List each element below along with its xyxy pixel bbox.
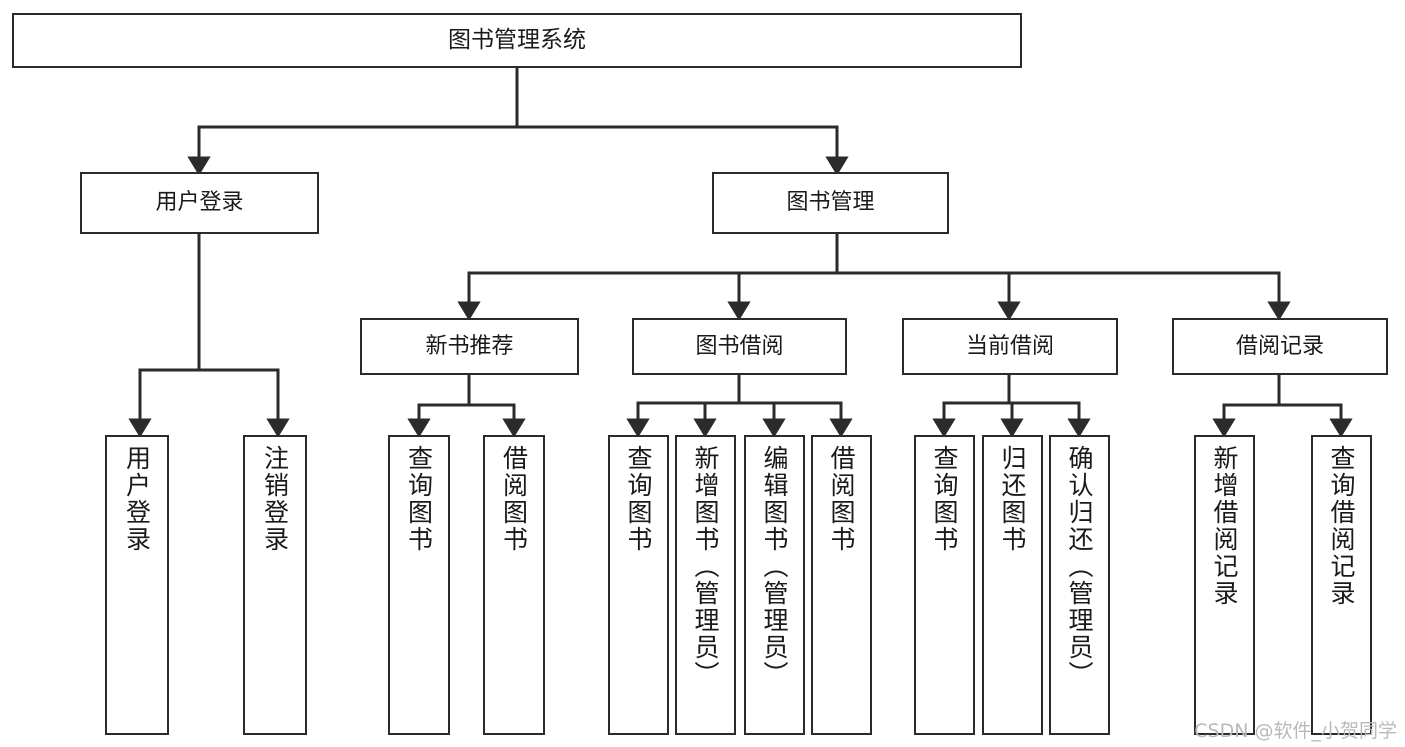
node-current-borrow[interactable]: 当前借阅 [902,318,1118,375]
node-user-login[interactable]: 用户登录 [80,172,319,234]
leaf-current-borrow-confirm-return-admin[interactable]: 确认归还（管理员） [1049,435,1110,735]
node-label: 新增借阅记录 [1210,445,1239,607]
leaf-borrow-record-query-record[interactable]: 查询借阅记录 [1311,435,1372,735]
node-label: 查询图书 [404,445,434,553]
node-label: 用户登录 [155,190,244,216]
node-label: 借阅图书 [499,445,529,553]
node-label: 图书借阅 [695,333,784,359]
node-label: 编辑图书（管理员） [760,445,789,688]
node-label: 新增图书（管理员） [691,445,720,688]
node-book-management[interactable]: 图书管理 [712,172,949,234]
leaf-book-borrow-query-book[interactable]: 查询图书 [608,435,669,735]
node-label: 查询图书 [624,445,653,553]
leaf-new-book-borrow-book[interactable]: 借阅图书 [483,435,545,735]
leaf-book-borrow-borrow-book[interactable]: 借阅图书 [811,435,872,735]
node-label: 查询借阅记录 [1327,445,1356,607]
leaf-book-borrow-edit-book-admin[interactable]: 编辑图书（管理员） [744,435,805,735]
leaf-user-login-login[interactable]: 用户登录 [105,435,169,735]
leaf-borrow-record-add-record[interactable]: 新增借阅记录 [1194,435,1255,735]
leaf-user-login-logout[interactable]: 注销登录 [243,435,307,735]
leaf-new-book-query-book[interactable]: 查询图书 [388,435,450,735]
node-label: 查询图书 [930,445,959,553]
leaf-current-borrow-query-book[interactable]: 查询图书 [914,435,975,735]
leaf-book-borrow-add-book-admin[interactable]: 新增图书（管理员） [675,435,736,735]
node-borrow-record[interactable]: 借阅记录 [1172,318,1388,375]
node-label: 图书管理系统 [448,26,586,53]
node-label: 归还图书 [998,445,1027,553]
node-book-borrow[interactable]: 图书借阅 [632,318,847,375]
node-label: 当前借阅 [965,333,1054,359]
node-label: 借阅图书 [827,445,856,553]
node-root-book-management-system[interactable]: 图书管理系统 [12,13,1022,68]
node-label: 用户登录 [122,445,152,553]
leaf-current-borrow-return-book[interactable]: 归还图书 [982,435,1043,735]
node-label: 确认归还（管理员） [1065,445,1094,688]
node-new-book-recommend[interactable]: 新书推荐 [360,318,579,375]
node-label: 图书管理 [786,190,875,216]
node-label: 借阅记录 [1235,333,1324,359]
node-label: 注销登录 [260,445,290,553]
node-label: 新书推荐 [425,333,514,359]
